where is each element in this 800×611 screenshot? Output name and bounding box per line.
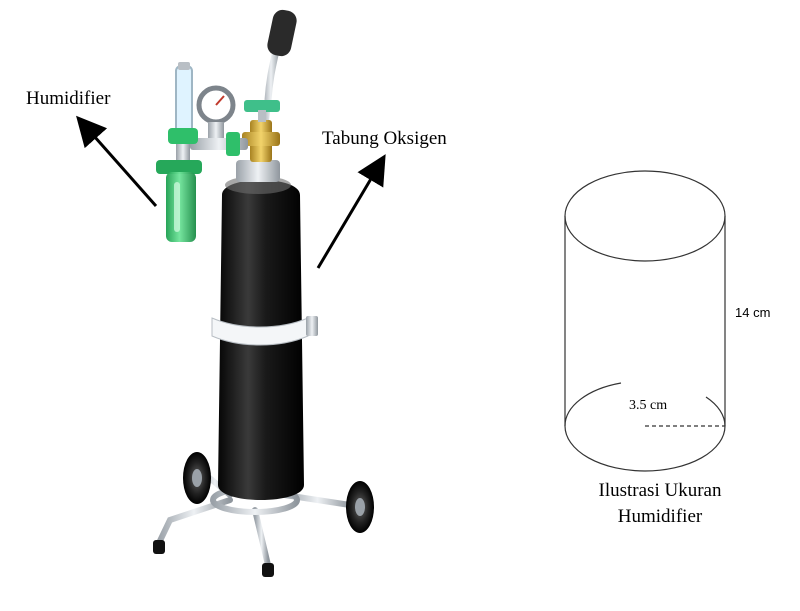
cylinder-top-ellipse <box>564 170 726 262</box>
cart-foot <box>262 563 274 577</box>
humidifier-bottle <box>156 160 202 242</box>
caption-line-2: Humidifier <box>617 506 703 527</box>
cylinder-illustration <box>564 170 726 472</box>
cart-foot <box>153 540 165 554</box>
valve-knob <box>244 100 280 112</box>
cart-wheels <box>183 452 374 533</box>
oxygen-tank <box>211 160 318 500</box>
tank-arrow <box>316 154 386 269</box>
cylinder-bottom-front-arc <box>564 425 726 472</box>
humidifier-label: Humidifier <box>26 88 111 109</box>
cart-handle-grip <box>267 9 297 57</box>
regulator <box>168 62 280 164</box>
cylinder-bottom-back-arc-left <box>564 382 622 427</box>
tank-valve-collar <box>236 160 280 182</box>
illustration-caption: Ilustrasi Ukuran Humidifier <box>560 478 760 530</box>
radius-dimension-label: 3.5 cm <box>629 398 668 413</box>
caption-line-1: Ilustrasi Ukuran <box>598 480 722 501</box>
cylinder-bottom-back-arc-right <box>705 396 726 427</box>
cart-frame <box>153 9 353 577</box>
height-dimension-label: 14 cm <box>735 305 771 320</box>
oxygen-tank-label: Tabung Oksigen <box>322 128 447 149</box>
humidifier-arrow <box>76 115 158 207</box>
